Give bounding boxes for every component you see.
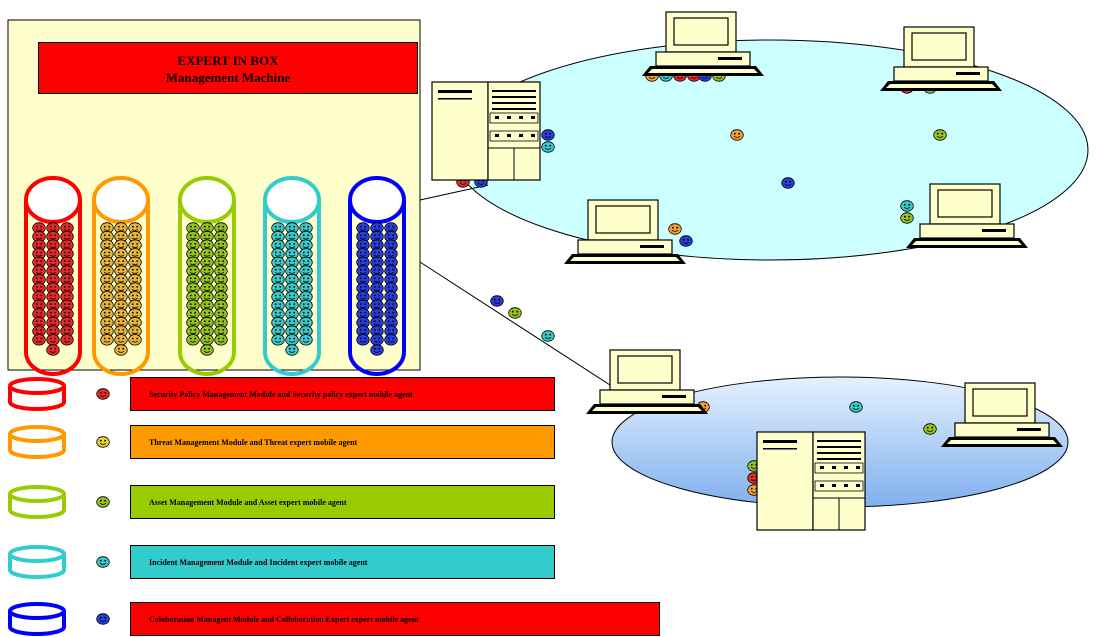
smiley-agent-icon	[782, 178, 795, 189]
legend-cylinder-asset	[10, 487, 64, 517]
smiley-agent-icon	[542, 142, 555, 153]
legend-cylinder-collaboration	[10, 604, 64, 634]
smiley-agent-icon	[115, 335, 128, 346]
legend-smiley-incident	[97, 557, 110, 568]
desktop-computer-icon	[586, 350, 708, 414]
legend-label-incident: Incident Management Module and Incident …	[130, 545, 555, 579]
smiley-agent-icon	[300, 335, 313, 346]
legend-cylinder-incident	[10, 547, 64, 577]
smiley-agent-icon	[901, 201, 914, 212]
smiley-agent-icon	[542, 331, 555, 342]
smiley-agent-icon	[129, 335, 142, 346]
connection-line-lower	[420, 262, 610, 385]
smiley-agent-icon	[669, 224, 682, 235]
smiley-agent-icon	[491, 296, 504, 307]
smiley-agent-icon	[61, 335, 74, 346]
smiley-agent-icon	[215, 335, 228, 346]
smiley-agent-icon	[371, 335, 384, 346]
legend-cylinder-security_policy	[10, 379, 64, 409]
legend-cylinder-threat	[10, 427, 64, 457]
legend-smiley-asset	[97, 497, 110, 508]
smiley-agent-icon	[901, 213, 914, 224]
smiley-agent-icon	[47, 335, 60, 346]
legend-smiley-threat	[97, 437, 110, 448]
smiley-agent-icon	[286, 345, 299, 356]
legend-smiley-collaboration	[97, 614, 110, 625]
server-tower-icon	[432, 82, 540, 180]
legend-label-collaboration: Coloboration Managent Module and Collobo…	[130, 602, 660, 636]
smiley-agent-icon	[286, 335, 299, 346]
management-box-title-line1: EXPERT IN BOX	[39, 52, 417, 69]
legend-smiley-security_policy	[97, 389, 110, 400]
smiley-agent-icon	[934, 130, 947, 141]
server-tower-icon	[757, 432, 865, 530]
smiley-agent-icon	[680, 236, 693, 247]
smiley-agent-icon	[731, 130, 744, 141]
legend-label-asset: Asset Management Module and Asset expert…	[130, 485, 555, 519]
legend-label-security-policy: Security Policy Management Module and Se…	[130, 377, 555, 411]
smiley-agent-icon	[201, 345, 214, 356]
smiley-agent-icon	[357, 335, 370, 346]
smiley-agent-icon	[201, 335, 214, 346]
smiley-agent-icon	[385, 335, 398, 346]
management-box-title: EXPERT IN BOX Management Machine	[38, 42, 418, 94]
smiley-agent-icon	[850, 402, 863, 413]
management-box-title-line2: Management Machine	[39, 69, 417, 86]
smiley-agent-icon	[101, 335, 114, 346]
smiley-agent-icon	[187, 335, 200, 346]
smiley-agent-icon	[371, 345, 384, 356]
smiley-agent-icon	[272, 335, 285, 346]
smiley-agent-icon	[47, 345, 60, 356]
smiley-agent-icon	[542, 130, 555, 141]
legend-label-threat: Threat Management Module and Threat expe…	[130, 425, 555, 459]
smiley-agent-icon	[509, 308, 522, 319]
smiley-agent-icon	[115, 345, 128, 356]
smiley-agent-icon	[924, 424, 937, 435]
smiley-agent-icon	[33, 335, 46, 346]
